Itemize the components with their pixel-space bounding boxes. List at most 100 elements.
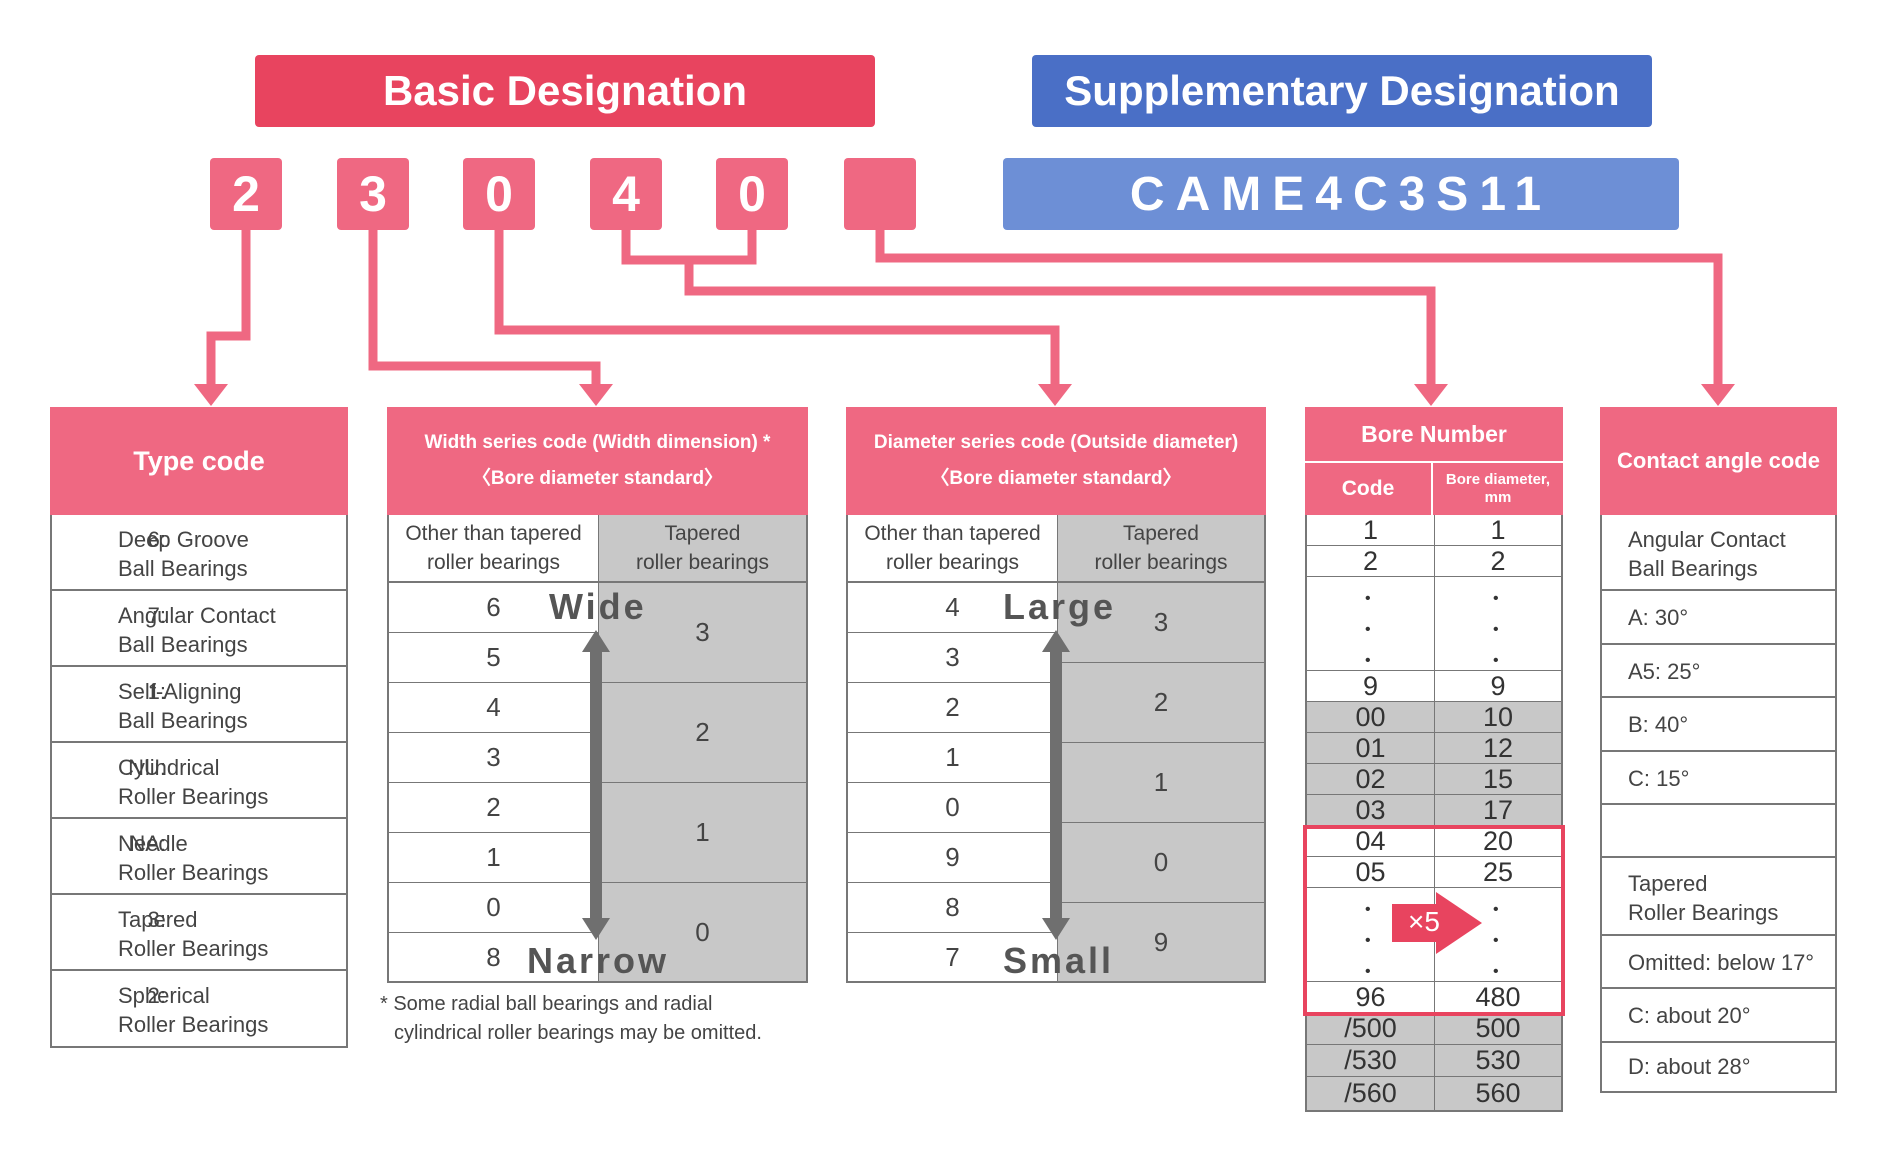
width-col2-line2: roller bearings (635, 551, 770, 574)
type-code-value: 7: (147, 603, 166, 628)
diameter-left-cell: 9 (848, 833, 1058, 883)
bore-code-cell: 9 (1307, 671, 1434, 702)
supplementary-code: CAME4C3S11 (1003, 158, 1679, 230)
bore-code-cell: 2 (1307, 546, 1434, 577)
bore-diameter-cell: 500 (1435, 1013, 1561, 1045)
dot: • (1365, 621, 1371, 638)
diameter-series-title-line2: 〈Bore diameter standard〉 (930, 468, 1182, 489)
diameter-left-cell: 7 (848, 933, 1058, 981)
digit-width: 3 (337, 158, 409, 230)
type-code-value: NU: (128, 755, 166, 780)
width-right-cell: 3 (599, 583, 806, 683)
bore-code-cell: 1 (1307, 515, 1434, 546)
type-label-line1: Needle (118, 831, 188, 856)
diameter-left-cell: 1 (848, 733, 1058, 783)
bore-diameter-header-line2: mm (1484, 489, 1512, 506)
type-label-line2: Roller Bearings (118, 784, 269, 809)
angle-label: A: 30° (1628, 605, 1689, 630)
type-label-line2: Roller Bearings (118, 936, 269, 961)
bore-column-divider (1434, 515, 1435, 1110)
digit-diameter: 0 (463, 158, 535, 230)
angle-row: C: about 20° (1602, 989, 1835, 1043)
type-row: 3: Tapered Roller Bearings (52, 895, 346, 971)
footnote-line2: cylindrical roller bearings may be omitt… (394, 1022, 762, 1044)
diameter-series-title-line1: Diameter series code (Outside diameter) (873, 432, 1239, 453)
bore-code-cell: 00 (1307, 702, 1434, 733)
bore-code-cell: 03 (1307, 795, 1434, 826)
dot: • (1365, 932, 1371, 949)
bore-number-table: 1 1 2 2 • • • • • • 9 9 00 10 01 12 02 1… (1305, 515, 1563, 1112)
bore-diameter-dots: • • • (1493, 894, 1499, 987)
width-left-cell: 3 (389, 733, 599, 783)
diameter-right-cell: 2 (1058, 663, 1264, 743)
group2-line2: Roller Bearings (1628, 900, 1779, 925)
type-label-line2: Ball Bearings (118, 632, 248, 657)
width-left-cell: 1 (389, 833, 599, 883)
dot: • (1493, 652, 1499, 669)
bore-code-dots: • • • (1365, 894, 1371, 987)
width-left-cell: 4 (389, 683, 599, 733)
dot: • (1493, 590, 1499, 607)
diameter-col2-line1: Tapered (1123, 522, 1199, 545)
bore-diameter-cell: 530 (1435, 1045, 1561, 1077)
diameter-series-table: Other than tapered roller bearings Taper… (846, 515, 1266, 983)
type-code-table: 6: Deep Groove Ball Bearings 7: Angular … (50, 515, 348, 1048)
type-label-line1: Deep Groove (118, 527, 249, 552)
bore-code-cell: 02 (1307, 764, 1434, 795)
diameter-scale-arrow-icon (1042, 630, 1070, 940)
width-wide-label: Wide (549, 586, 647, 627)
supplementary-designation-header: Supplementary Designation (1032, 55, 1652, 127)
basic-designation-header: Basic Designation (255, 55, 875, 127)
type-label-line2: Ball Bearings (118, 708, 248, 733)
diameter-col2-line2: roller bearings (1094, 551, 1228, 574)
bore-code-cell: /500 (1307, 1013, 1434, 1045)
width-col2-line1: Tapered (664, 522, 741, 545)
angle-label: B: 40° (1628, 712, 1689, 737)
angle-row: Omitted: below 17° (1602, 936, 1835, 989)
type-label-line2: Ball Bearings (118, 556, 248, 581)
angle-row: B: 40° (1602, 698, 1835, 752)
angle-empty-row (1602, 805, 1835, 858)
angle-label: A5: 25° (1628, 659, 1701, 684)
width-narrow-label: Narrow (527, 940, 670, 981)
bore-diameter-cell: 9 (1435, 671, 1561, 702)
bore-diameter-dots: • • • (1493, 583, 1499, 676)
dot: • (1365, 963, 1371, 980)
type-label-line1: Tapered (118, 907, 198, 932)
bore-number-title: Bore Number (1305, 407, 1563, 461)
type-code-value: 2: (147, 983, 166, 1008)
type-code-title: Type code (50, 407, 348, 515)
bore-code-dots: • • • (1365, 583, 1371, 676)
dot: • (1493, 901, 1499, 918)
dot: • (1493, 621, 1499, 638)
bore-diameter-cell: 17 (1435, 795, 1561, 826)
type-code-value: 1: (147, 679, 166, 704)
width-footnote: * Some radial ball bearings and radial c… (380, 990, 762, 1048)
width-left-cell: 8 (389, 933, 599, 981)
type-code-value: 3: (147, 907, 166, 932)
width-right-cell: 2 (599, 683, 806, 783)
bore-diameter-header: Bore diameter, mm (1433, 461, 1563, 515)
angular-contact-group-header: Angular Contact Ball Bearings (1602, 515, 1835, 591)
type-label-line2: Roller Bearings (118, 1012, 269, 1037)
bore-ellipsis-block: • • • • • • (1307, 577, 1561, 671)
bore-diameter-cell: 12 (1435, 733, 1561, 764)
dot: • (1493, 932, 1499, 949)
angle-label: C: about 20° (1628, 1003, 1751, 1028)
type-code-value: 6: (147, 527, 166, 552)
diameter-right-cell: 0 (1058, 823, 1264, 903)
dot: • (1365, 652, 1371, 669)
width-col1-header: Other than tapered roller bearings (389, 515, 599, 583)
bore-code-cell: 05 (1307, 857, 1434, 888)
multiply-arrow-icon (1392, 892, 1482, 954)
type-label-line2: Roller Bearings (118, 860, 269, 885)
angle-row: D: about 28° (1602, 1043, 1835, 1091)
diameter-small-label: Small (1003, 940, 1115, 981)
bore-highlight-box (1303, 825, 1565, 1016)
diameter-left-cell: 0 (848, 783, 1058, 833)
dot: • (1493, 963, 1499, 980)
diameter-right-cell: 9 (1058, 903, 1264, 981)
type-code-value: NA: (129, 831, 166, 856)
width-series-title: Width series code (Width dimension) * 〈B… (387, 407, 808, 515)
diameter-left-cell: 3 (848, 633, 1058, 683)
